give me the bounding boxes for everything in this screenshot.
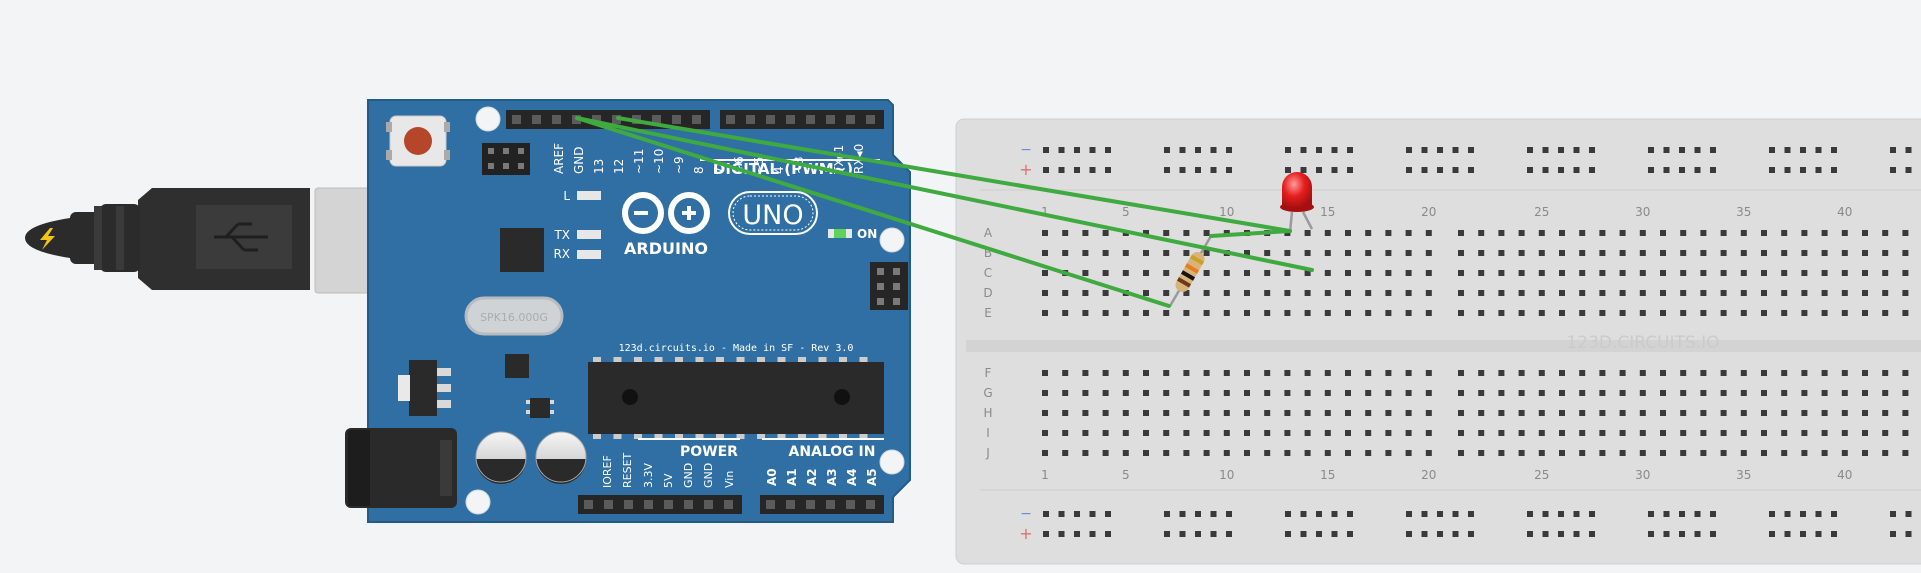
- row-label: J: [985, 446, 990, 460]
- svg-text:SPK16.000G: SPK16.000G: [480, 311, 548, 324]
- column-number: 1: [1041, 205, 1049, 219]
- analog-header[interactable]: [760, 495, 884, 514]
- column-number: 20: [1421, 468, 1436, 482]
- row-label: F: [985, 366, 992, 380]
- analog-pin-label: A0: [765, 468, 779, 486]
- rail-plus-bottom: +: [1019, 524, 1032, 543]
- column-number: 40: [1837, 205, 1852, 219]
- power-pin-label: 5V: [662, 473, 675, 488]
- red-led[interactable]: [1280, 172, 1314, 233]
- digital-pin-label: 13: [592, 159, 606, 174]
- power-jack: [345, 428, 457, 508]
- column-number: 5: [1122, 205, 1130, 219]
- brand-label: ARDUINO: [624, 239, 708, 258]
- arduino-uno-board[interactable]: SPK16.000G 123d.circuits.io - Made in SF…: [345, 99, 911, 523]
- row-label: I: [986, 426, 990, 440]
- arduino-logo: [622, 192, 710, 234]
- icsp-header: [870, 262, 908, 310]
- capacitor-1: [475, 431, 527, 484]
- digital-pin-label: ~10: [652, 149, 666, 174]
- breadboard-watermark: 123D.CIRCUITS.IO: [1566, 333, 1719, 353]
- atmega-chip: [588, 362, 884, 434]
- column-number: 35: [1736, 205, 1751, 219]
- analog-pin-label: A1: [785, 468, 799, 486]
- wire-resistor-led[interactable]: [1209, 229, 1292, 238]
- column-number: 10: [1219, 205, 1234, 219]
- rail-minus-top: −: [1020, 142, 1032, 158]
- digital-pin-label: TX▸1: [832, 145, 846, 175]
- digital-pin-label: ~9: [672, 156, 686, 174]
- row-label: E: [984, 306, 992, 320]
- column-number: 30: [1635, 205, 1650, 219]
- reset-button[interactable]: [386, 115, 450, 167]
- power-title: POWER: [680, 444, 738, 460]
- column-number: 20: [1421, 205, 1436, 219]
- usb-chip: [500, 228, 544, 272]
- column-number: 25: [1534, 468, 1549, 482]
- column-number: 40: [1837, 468, 1852, 482]
- power-on-label: ON: [857, 227, 877, 241]
- column-number: 25: [1534, 205, 1549, 219]
- digital-pin-label: ~11: [632, 149, 646, 174]
- power-pin-label: 3.3V: [642, 463, 655, 488]
- analog-pin-label: A5: [865, 468, 879, 486]
- column-number: 5: [1122, 468, 1130, 482]
- row-label: H: [983, 406, 992, 420]
- digital-pin-label: ~5: [752, 156, 766, 174]
- row-label: A: [984, 226, 993, 240]
- model-label: UNO: [742, 200, 803, 231]
- column-number: 30: [1635, 468, 1650, 482]
- row-label: G: [983, 386, 992, 400]
- power-pin-label: GND: [682, 463, 695, 488]
- crystal-oscillator: SPK16.000G: [464, 296, 564, 336]
- row-label: B: [984, 246, 992, 260]
- icsp-header-small: [482, 143, 530, 175]
- board-footer-text: 123d.circuits.io - Made in SF - Rev 3.0: [619, 343, 854, 354]
- analog-title: ANALOG IN: [788, 444, 875, 460]
- power-pin-label: GND: [702, 463, 715, 488]
- digital-pin-label: 2: [812, 166, 826, 174]
- analog-pin-label: A3: [825, 468, 839, 486]
- capacitor-2: [535, 431, 587, 484]
- rail-plus-top: +: [1019, 160, 1032, 179]
- power-pin-label: Vin: [723, 471, 736, 488]
- digital-pin-label: AREF: [552, 143, 566, 174]
- wire-pin-12[interactable]: [575, 116, 1292, 308]
- led-tx-label: TX: [553, 228, 570, 242]
- column-number: 1: [1041, 468, 1049, 482]
- wire-resistor-lead[interactable]: [575, 116, 1171, 308]
- digital-pin-label: 4: [772, 166, 786, 174]
- column-number: 35: [1736, 468, 1751, 482]
- column-number: 15: [1320, 205, 1335, 219]
- power-pin-label: RESET: [621, 452, 634, 488]
- lightning-icon: [40, 228, 55, 250]
- analog-pin-label: A4: [845, 468, 859, 486]
- digital-pin-label: GND: [572, 146, 586, 174]
- voltage-regulator: [409, 360, 437, 416]
- digital-pin-label: 7: [712, 166, 726, 174]
- led-l-label: L: [563, 189, 570, 203]
- column-number: 15: [1320, 468, 1335, 482]
- digital-header-2[interactable]: [720, 110, 884, 129]
- breadboard-holes[interactable]: [1042, 147, 1912, 537]
- power-pin-label: IOREF: [601, 455, 614, 488]
- power-header[interactable]: [578, 495, 742, 514]
- row-label: C: [984, 266, 992, 280]
- digital-pin-label: 8: [692, 166, 706, 174]
- analog-pin-label: A2: [805, 468, 819, 486]
- rail-minus-bottom: −: [1020, 506, 1032, 522]
- digital-pin-label: 12: [612, 159, 626, 174]
- row-label: D: [983, 286, 992, 300]
- led-rx-label: RX: [553, 247, 570, 261]
- wire-gnd[interactable]: [575, 116, 1314, 272]
- column-number: 10: [1219, 468, 1234, 482]
